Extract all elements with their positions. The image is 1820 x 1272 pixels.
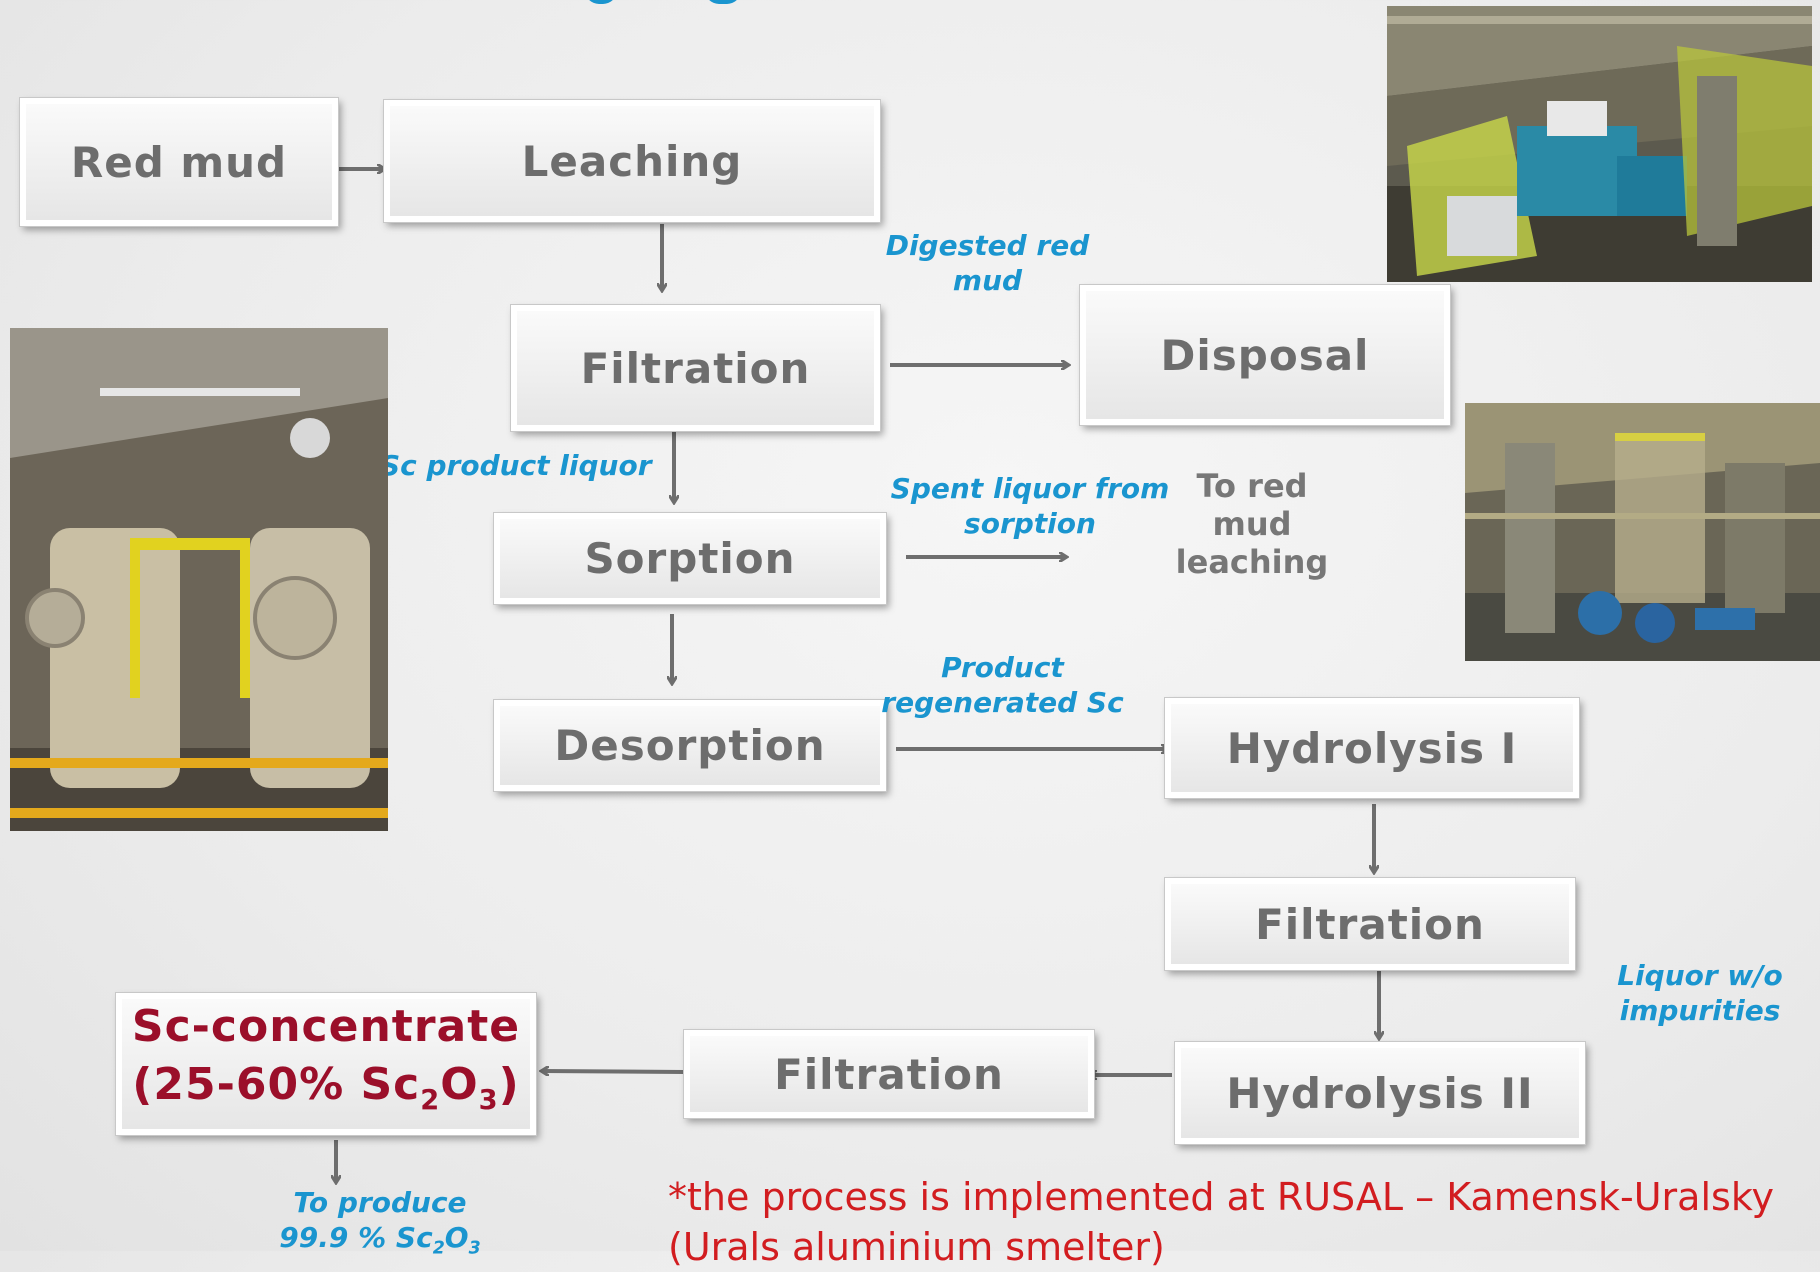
sc-concentrate-line1: Sc-concentrate — [131, 1001, 521, 1053]
plant-photo-top-right — [1387, 6, 1812, 282]
footnote-line1: *the process is implemented at RUSAL – K… — [668, 1175, 1774, 1219]
title-fragment — [585, 0, 815, 8]
plant-photo-right-middle — [1465, 403, 1820, 661]
label-to-produce: To produce 99.9 % Sc2O3 — [279, 1186, 481, 1259]
box-desorption: Desorption — [494, 700, 886, 791]
box-filtration-2: Filtration — [1165, 878, 1575, 970]
box-disposal: Disposal — [1080, 285, 1450, 425]
footnote: *the process is implemented at RUSAL – K… — [668, 1172, 1774, 1272]
box-filtration-3: Filtration — [684, 1030, 1094, 1118]
box-filtration-1: Filtration — [511, 305, 880, 431]
box-sorption: Sorption — [494, 513, 886, 604]
box-red-mud: Red mud — [20, 98, 338, 226]
label-sc-product-liquor: Sc product liquor — [380, 449, 652, 482]
box-leaching: Leaching — [384, 100, 880, 222]
plant-photo-left — [10, 328, 388, 831]
arrow-filtration3-concentrate — [542, 1071, 685, 1072]
footnote-line2: (Urals aluminium smelter) — [668, 1225, 1165, 1269]
sc-concentrate-line2: (25-60% Sc2O3) — [132, 1059, 520, 1116]
box-sc-concentrate: Sc-concentrate (25-60% Sc2O3) — [116, 993, 536, 1135]
box-hydrolysis-1: Hydrolysis I — [1165, 698, 1579, 798]
box-hydrolysis-2: Hydrolysis II — [1175, 1042, 1585, 1144]
